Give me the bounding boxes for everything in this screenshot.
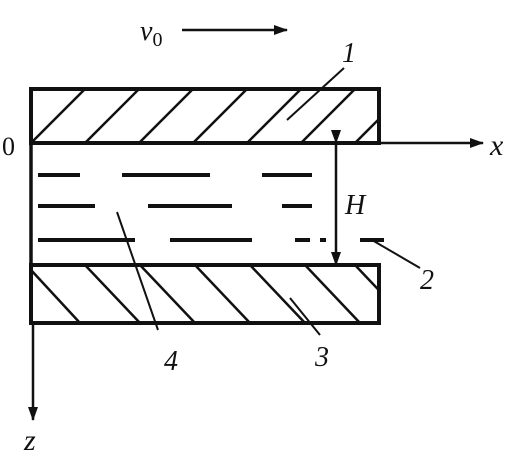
leader-lines bbox=[116, 67, 421, 336]
leader-line-4 bbox=[116, 211, 159, 331]
leader-line-3 bbox=[289, 297, 321, 336]
gap-dimension: H bbox=[331, 130, 367, 266]
gap-label: H bbox=[344, 190, 367, 221]
origin-label: 0 bbox=[2, 132, 15, 161]
velocity-indicator: v0 bbox=[140, 16, 288, 51]
z-axis-label: z bbox=[23, 424, 36, 457]
part-label-4: 4 bbox=[164, 346, 178, 377]
part-label-3: 3 bbox=[314, 342, 329, 373]
axes: 0 x z bbox=[2, 129, 504, 457]
top-plate bbox=[29, 87, 381, 145]
bottom-plate-hatching bbox=[31, 265, 379, 323]
bottom-plate bbox=[29, 263, 381, 325]
bottom-plate-outline bbox=[29, 263, 381, 325]
velocity-label: v0 bbox=[140, 16, 162, 51]
part-label-1: 1 bbox=[342, 38, 356, 69]
x-axis-label: x bbox=[489, 129, 504, 162]
leader-line-2 bbox=[371, 239, 421, 269]
part-label-2: 2 bbox=[420, 265, 434, 296]
leader-line-1 bbox=[286, 67, 345, 121]
fluid-layer bbox=[38, 173, 384, 242]
top-plate-outline bbox=[29, 87, 381, 145]
top-plate-hatching bbox=[31, 89, 379, 143]
